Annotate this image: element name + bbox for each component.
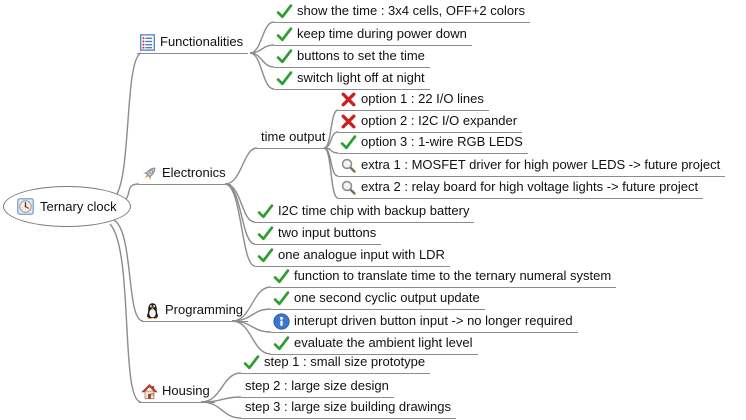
node-interrupt-input[interactable]: interupt driven button input -> no longe… <box>271 312 578 333</box>
check-icon <box>340 134 357 151</box>
check-icon <box>257 247 274 264</box>
check-icon <box>276 70 293 87</box>
check-icon <box>276 3 293 20</box>
root-node-ternary-clock[interactable]: Ternary clock <box>3 186 131 227</box>
node-programming[interactable]: Programming <box>142 301 249 322</box>
check-icon <box>276 48 293 65</box>
penguin-icon <box>144 302 161 319</box>
node-time-output[interactable]: time output <box>257 128 331 149</box>
check-icon <box>273 268 290 285</box>
node-ambient-light[interactable]: evaluate the ambient light level <box>271 334 478 355</box>
node-option-3[interactable]: option 3 : 1-wire RGB LEDS <box>338 133 528 154</box>
node-step-3[interactable]: step 3 : large size building drawings <box>241 398 456 419</box>
node-option-1[interactable]: option 1 : 22 I/O lines <box>338 90 489 111</box>
magnifier-icon <box>340 179 357 196</box>
magnifier-icon <box>340 157 357 174</box>
node-cyclic-update[interactable]: one second cyclic output update <box>271 289 485 310</box>
check-icon <box>273 335 290 352</box>
node-switch-light[interactable]: switch light off at night <box>274 69 430 90</box>
check-icon <box>273 290 290 307</box>
node-option-2[interactable]: option 2 : I2C I/O expander <box>338 112 523 133</box>
check-icon <box>257 225 274 242</box>
info-icon <box>273 313 290 330</box>
node-housing[interactable]: Housing <box>139 382 215 403</box>
node-keep-time[interactable]: keep time during power down <box>274 25 472 46</box>
cross-icon <box>340 91 357 108</box>
clock-icon <box>17 198 34 215</box>
node-extra-2[interactable]: extra 2 : relay board for high voltage l… <box>338 178 704 199</box>
list-icon <box>139 34 156 51</box>
node-set-buttons[interactable]: buttons to set the time <box>274 47 430 68</box>
root-label: Ternary clock <box>40 199 117 214</box>
node-step-2[interactable]: step 2 : large size design <box>241 377 394 398</box>
node-translate-function[interactable]: function to translate time to the ternar… <box>271 267 617 288</box>
node-show-time[interactable]: show the time : 3x4 cells, OFF+2 colors <box>274 2 530 23</box>
node-extra-1[interactable]: extra 1 : MOSFET driver for high power L… <box>338 156 726 177</box>
node-functionalities[interactable]: Functionalities <box>137 33 249 54</box>
node-i2c-chip[interactable]: I2C time chip with backup battery <box>255 202 475 223</box>
node-ldr-input[interactable]: one analogue input with LDR <box>255 246 450 267</box>
node-step-1[interactable]: step 1 : small size prototype <box>241 353 431 374</box>
cross-icon <box>340 113 357 130</box>
node-input-buttons[interactable]: two input buttons <box>255 224 382 245</box>
node-electronics[interactable]: Electronics <box>139 164 231 185</box>
check-icon <box>243 354 260 371</box>
check-icon <box>276 26 293 43</box>
rocket-icon <box>141 165 158 182</box>
check-icon <box>257 203 274 220</box>
house-icon <box>141 383 158 400</box>
